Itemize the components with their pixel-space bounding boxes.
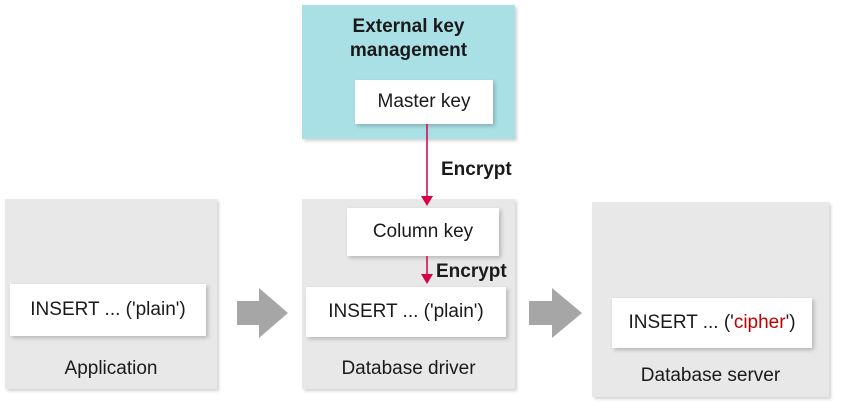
master-key-label: Master key [377, 91, 471, 112]
server-statement-suffix: ') [785, 312, 796, 333]
flow-arrow-app-to-driver [237, 288, 288, 338]
database-server-panel: INSERT ... ('cipher') Database server [592, 202, 829, 397]
application-statement-text: INSERT ... ('plain') [30, 299, 186, 320]
driver-insert-statement: INSERT ... ('plain') [306, 287, 506, 337]
database-driver-panel: Column key INSERT ... ('plain') Database… [302, 199, 515, 389]
application-insert-statement: INSERT ... ('plain') [10, 284, 206, 336]
database-driver-label: Database driver [341, 358, 476, 379]
server-statement-prefix: INSERT ... (' [628, 312, 734, 333]
external-key-management-panel: External key management Master key [302, 5, 515, 139]
encrypt-label-2: Encrypt [436, 261, 507, 282]
flow-arrow-driver-to-server [529, 288, 582, 338]
column-key-label: Column key [372, 221, 474, 242]
database-server-label: Database server [640, 365, 781, 386]
column-key-box: Column key [347, 208, 499, 256]
kms-title: External key management [349, 16, 468, 61]
driver-statement-text: INSERT ... ('plain') [328, 301, 484, 322]
application-panel: INSERT ... ('plain') Application [5, 199, 217, 389]
master-key-box: Master key [355, 80, 493, 124]
encrypt-label-1: Encrypt [441, 159, 512, 180]
server-statement-text: INSERT ... ('cipher') [628, 312, 795, 334]
application-label: Application [64, 358, 158, 379]
encrypt-arrow-master-to-column [421, 124, 433, 206]
encrypt-arrow-column-to-statement [421, 256, 433, 284]
cipher-value: cipher [733, 312, 786, 333]
server-insert-statement: INSERT ... ('cipher') [612, 298, 812, 348]
